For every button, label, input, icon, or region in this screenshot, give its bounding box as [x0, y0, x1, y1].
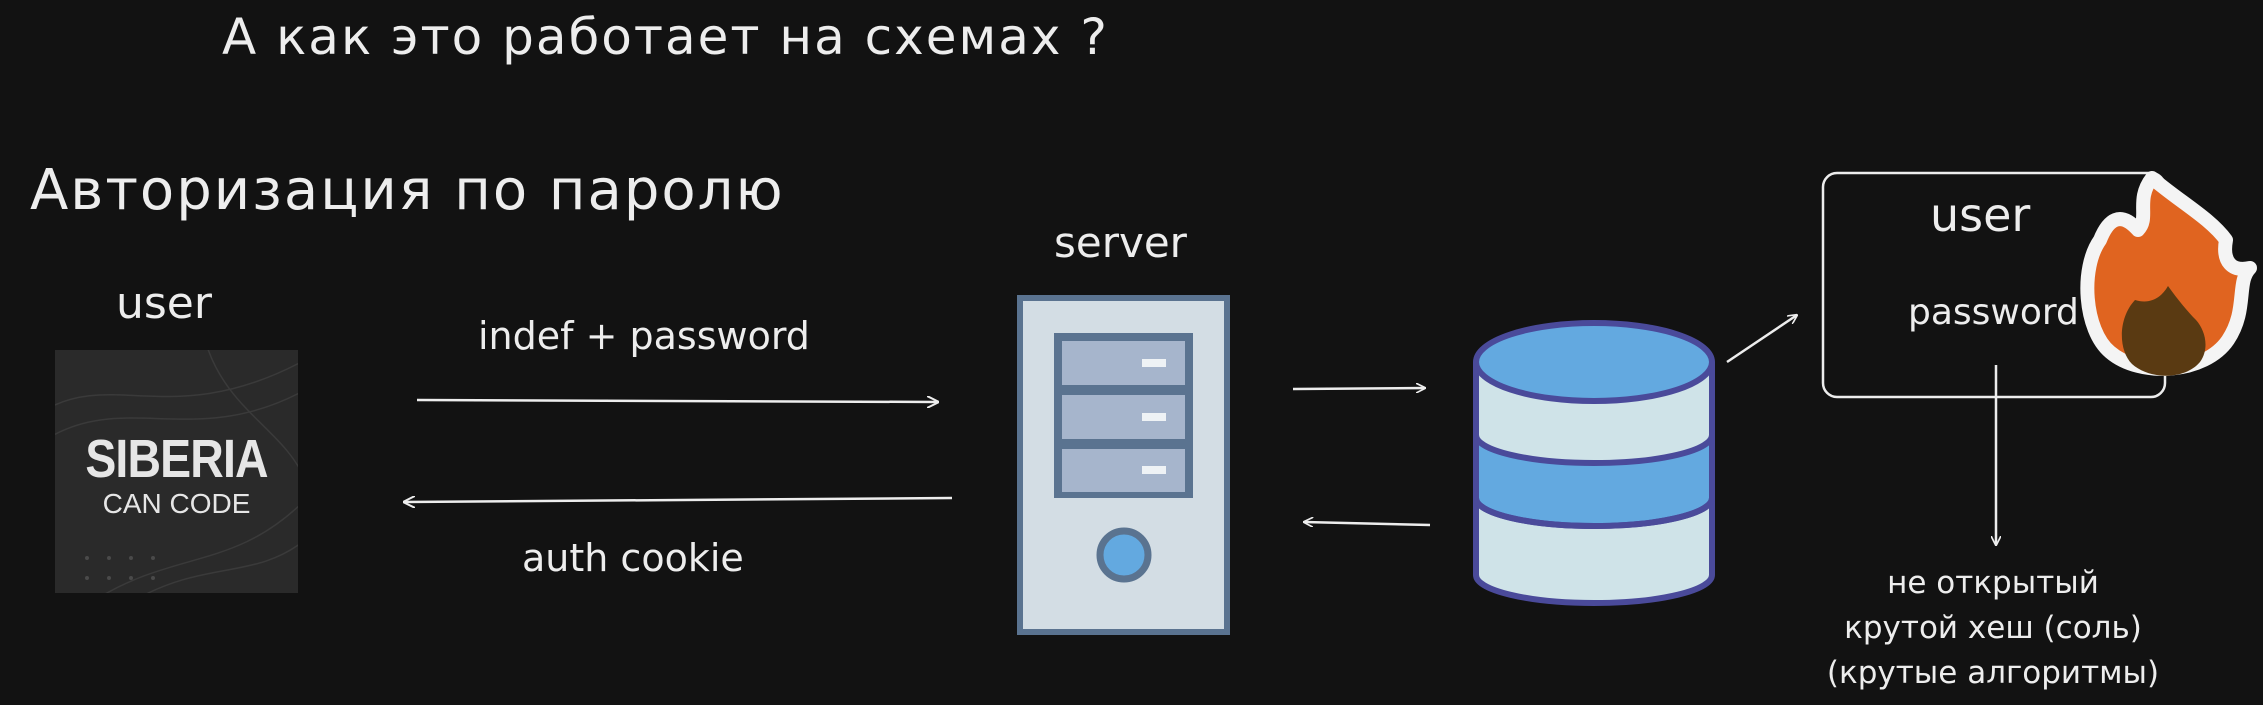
server-label: server: [1054, 218, 1187, 267]
record-title: user: [1930, 188, 2031, 242]
note-line: не открытый: [1887, 565, 2099, 601]
response-label: auth cookie: [522, 536, 744, 580]
logo-sub-text: CAN CODE: [102, 488, 251, 519]
logo-main-text: SIBERIA: [85, 429, 268, 489]
note-line: крутой хеш (соль): [1844, 610, 2142, 646]
fire-icon: [2080, 171, 2257, 376]
user-label: user: [116, 278, 212, 329]
logo-pattern: [55, 350, 298, 593]
server-icon: [1017, 295, 1230, 635]
subtitle: Авторизация по паролю: [30, 158, 785, 223]
database-icon: [1473, 320, 1715, 606]
logo-siberia-can-code: SIBERIA CAN CODE: [55, 350, 298, 593]
db-to-record-arrow: [1726, 315, 1797, 364]
heading: А как это работает на схемах ?: [222, 8, 1109, 66]
db-to-server-arrow: [1304, 522, 1431, 525]
request-arrow: [416, 400, 938, 402]
server-to-db-arrow: [1292, 388, 1425, 389]
note-line: (крутые алгоритмы): [1826, 655, 2160, 691]
request-label: indef + password: [478, 314, 810, 358]
record-field-password: password: [1908, 292, 2079, 333]
response-arrow: [404, 498, 953, 502]
